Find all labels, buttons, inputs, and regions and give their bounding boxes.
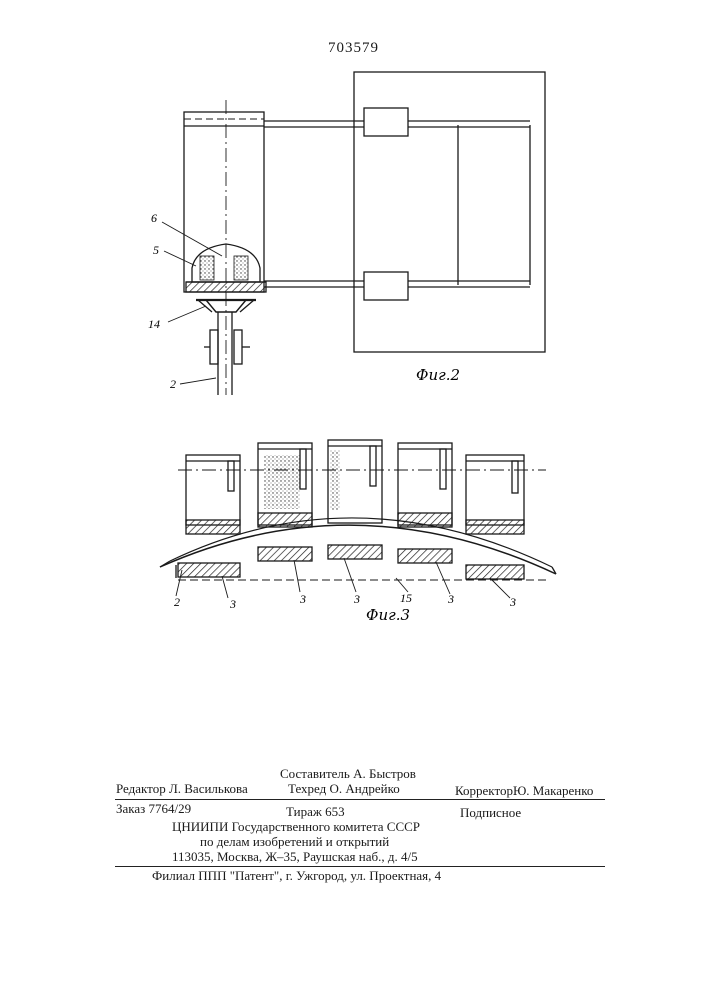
- imprint-subscription: Подписное: [460, 805, 521, 821]
- left-column-frame: [184, 112, 264, 292]
- holder-pad: [186, 282, 266, 292]
- imprint-corrector: КорректорЮ. Макаренко: [455, 783, 593, 799]
- holder-3: [328, 440, 382, 559]
- imprint-org-line2: по делам изобретений и открытий: [200, 834, 389, 850]
- fig3-label-15: 15: [400, 591, 412, 605]
- fig3-label-2: 2: [174, 595, 180, 609]
- imprint-rule-1: [115, 799, 605, 800]
- imprint-order: Заказ 7764/29: [116, 801, 191, 817]
- imprint-rule-2: [115, 866, 605, 867]
- holder-1: [178, 455, 240, 577]
- holder-4: [398, 443, 452, 563]
- fig2-label-5: 5: [153, 243, 159, 257]
- imprint-compiler: Составитель А. Быстров: [280, 766, 416, 782]
- imprint-techred: Техред О. Андрейко: [288, 781, 400, 797]
- imprint-org-line1: ЦНИИПИ Государственного комитета СССР: [172, 819, 420, 835]
- fig3-label-3a: 3: [229, 597, 236, 611]
- imprint-circulation: Тираж 653: [286, 804, 345, 820]
- imprint-editor: Редактор Л. Василькова: [116, 781, 248, 797]
- fig3-label-3b: 3: [299, 592, 306, 606]
- fig3-caption: Фиг.3: [366, 606, 410, 624]
- fig3-label-3d: 3: [447, 592, 454, 606]
- fig3-label-3c: 3: [353, 592, 360, 606]
- holder-5: [466, 455, 524, 579]
- fig2-label-6: 6: [151, 211, 157, 225]
- imprint-branch: Филиал ППП "Патент", г. Ужгород, ул. Про…: [152, 868, 441, 884]
- fig2-label-14: 14: [148, 317, 160, 331]
- fig3-label-3e: 3: [509, 595, 516, 609]
- holder-2: [258, 443, 312, 561]
- fig2-caption: Фиг.2: [416, 366, 460, 384]
- imprint-address: 113035, Москва, Ж–35, Раушская наб., д. …: [172, 849, 418, 865]
- figure-3: [160, 440, 556, 598]
- fig2-label-2: 2: [170, 377, 176, 391]
- figure-2: [162, 72, 545, 395]
